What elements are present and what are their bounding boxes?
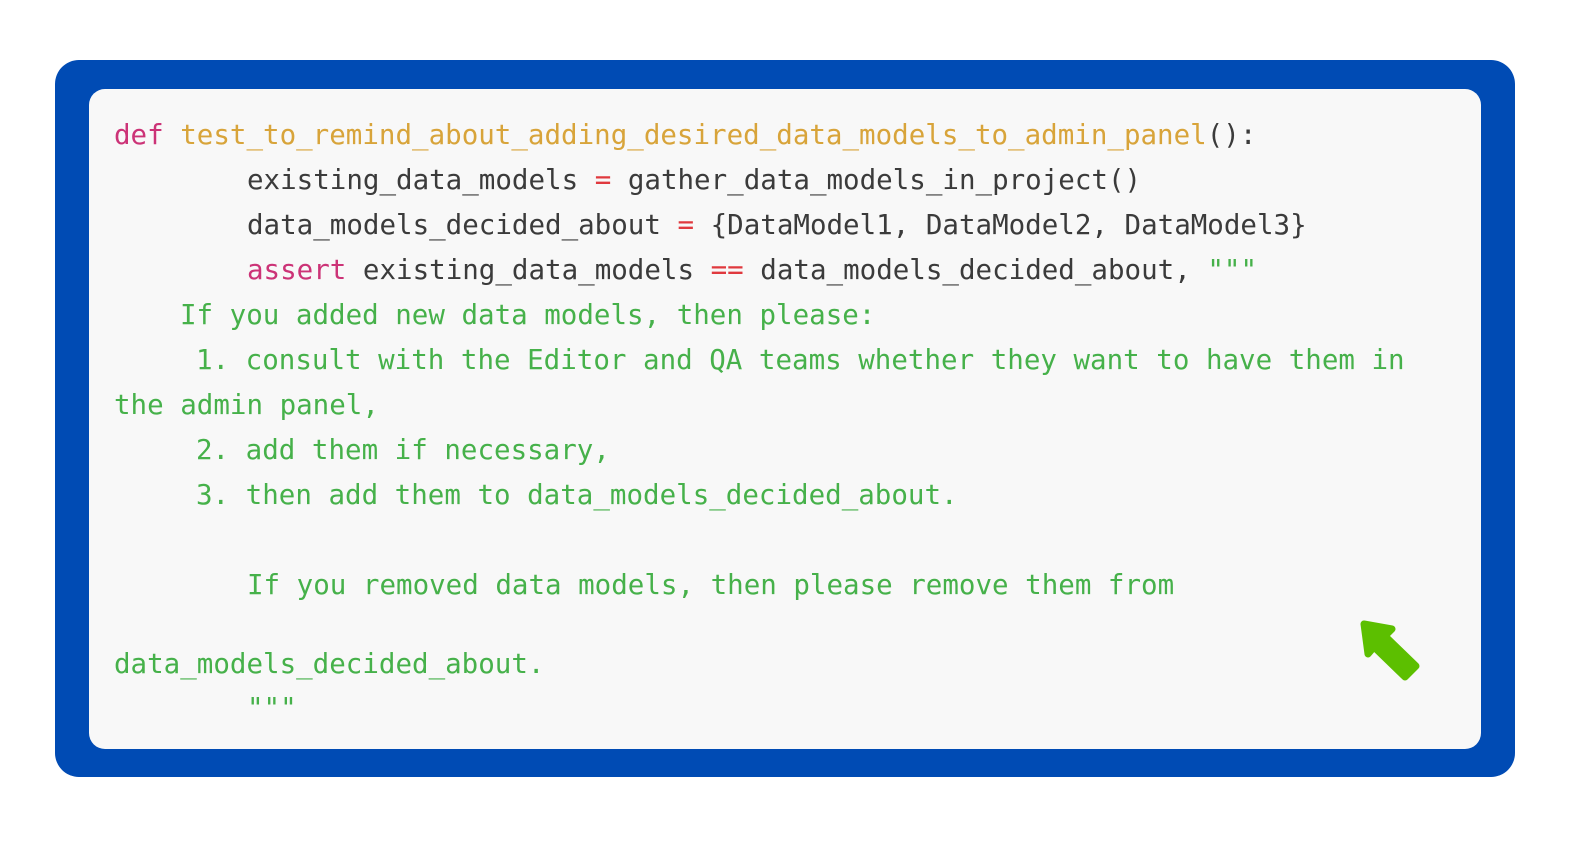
docstring-open: """ (1207, 254, 1257, 286)
code-panel: def test_to_remind_about_adding_desired_… (89, 89, 1481, 749)
existing-data-models-var: existing_data_models (247, 164, 579, 196)
code-line-10: If you removed data models, then please … (247, 569, 1175, 601)
def-keyword: def (114, 119, 164, 151)
code-line-11: data_models_decided_about. (114, 648, 545, 680)
code-line-9: 3. then add them to data_models_decided_… (196, 479, 958, 511)
assign-operator: = (677, 209, 695, 241)
code-line-1: def test_to_remind_about_adding_desired_… (114, 119, 1256, 151)
code-line-2: existing_data_models = gather_data_model… (247, 164, 1141, 196)
code-line-8: 2. add them if necessary, (196, 434, 610, 466)
assert-right: data_models_decided_about, (760, 254, 1191, 286)
cursor-arrow-icon (1360, 620, 1420, 681)
assert-left: existing_data_models (362, 254, 695, 286)
code-line-3: data_models_decided_about = {DataModel1,… (247, 209, 1307, 241)
function-name: test_to_remind_about_adding_desired_data… (180, 119, 1207, 151)
function-signature-suffix: (): (1206, 119, 1257, 151)
assign-operator: = (594, 164, 612, 196)
code-line-4: assert existing_data_models == data_mode… (247, 254, 1257, 286)
data-model-set: {DataModel1, DataModel2, DataModel3} (710, 209, 1307, 241)
decided-about-var: data_models_decided_about (247, 209, 661, 241)
code-line-12: """ (247, 692, 297, 724)
assert-keyword: assert (247, 254, 347, 286)
code-line-5: If you added new data models, then pleas… (180, 299, 876, 331)
equals-operator: == (710, 254, 744, 286)
code-line-6: 1. consult with the Editor and QA teams … (196, 344, 1405, 376)
gather-call: gather_data_models_in_project() (627, 164, 1142, 196)
code-line-7: the admin panel, (114, 389, 379, 421)
code-frame: def test_to_remind_about_adding_desired_… (55, 60, 1515, 777)
